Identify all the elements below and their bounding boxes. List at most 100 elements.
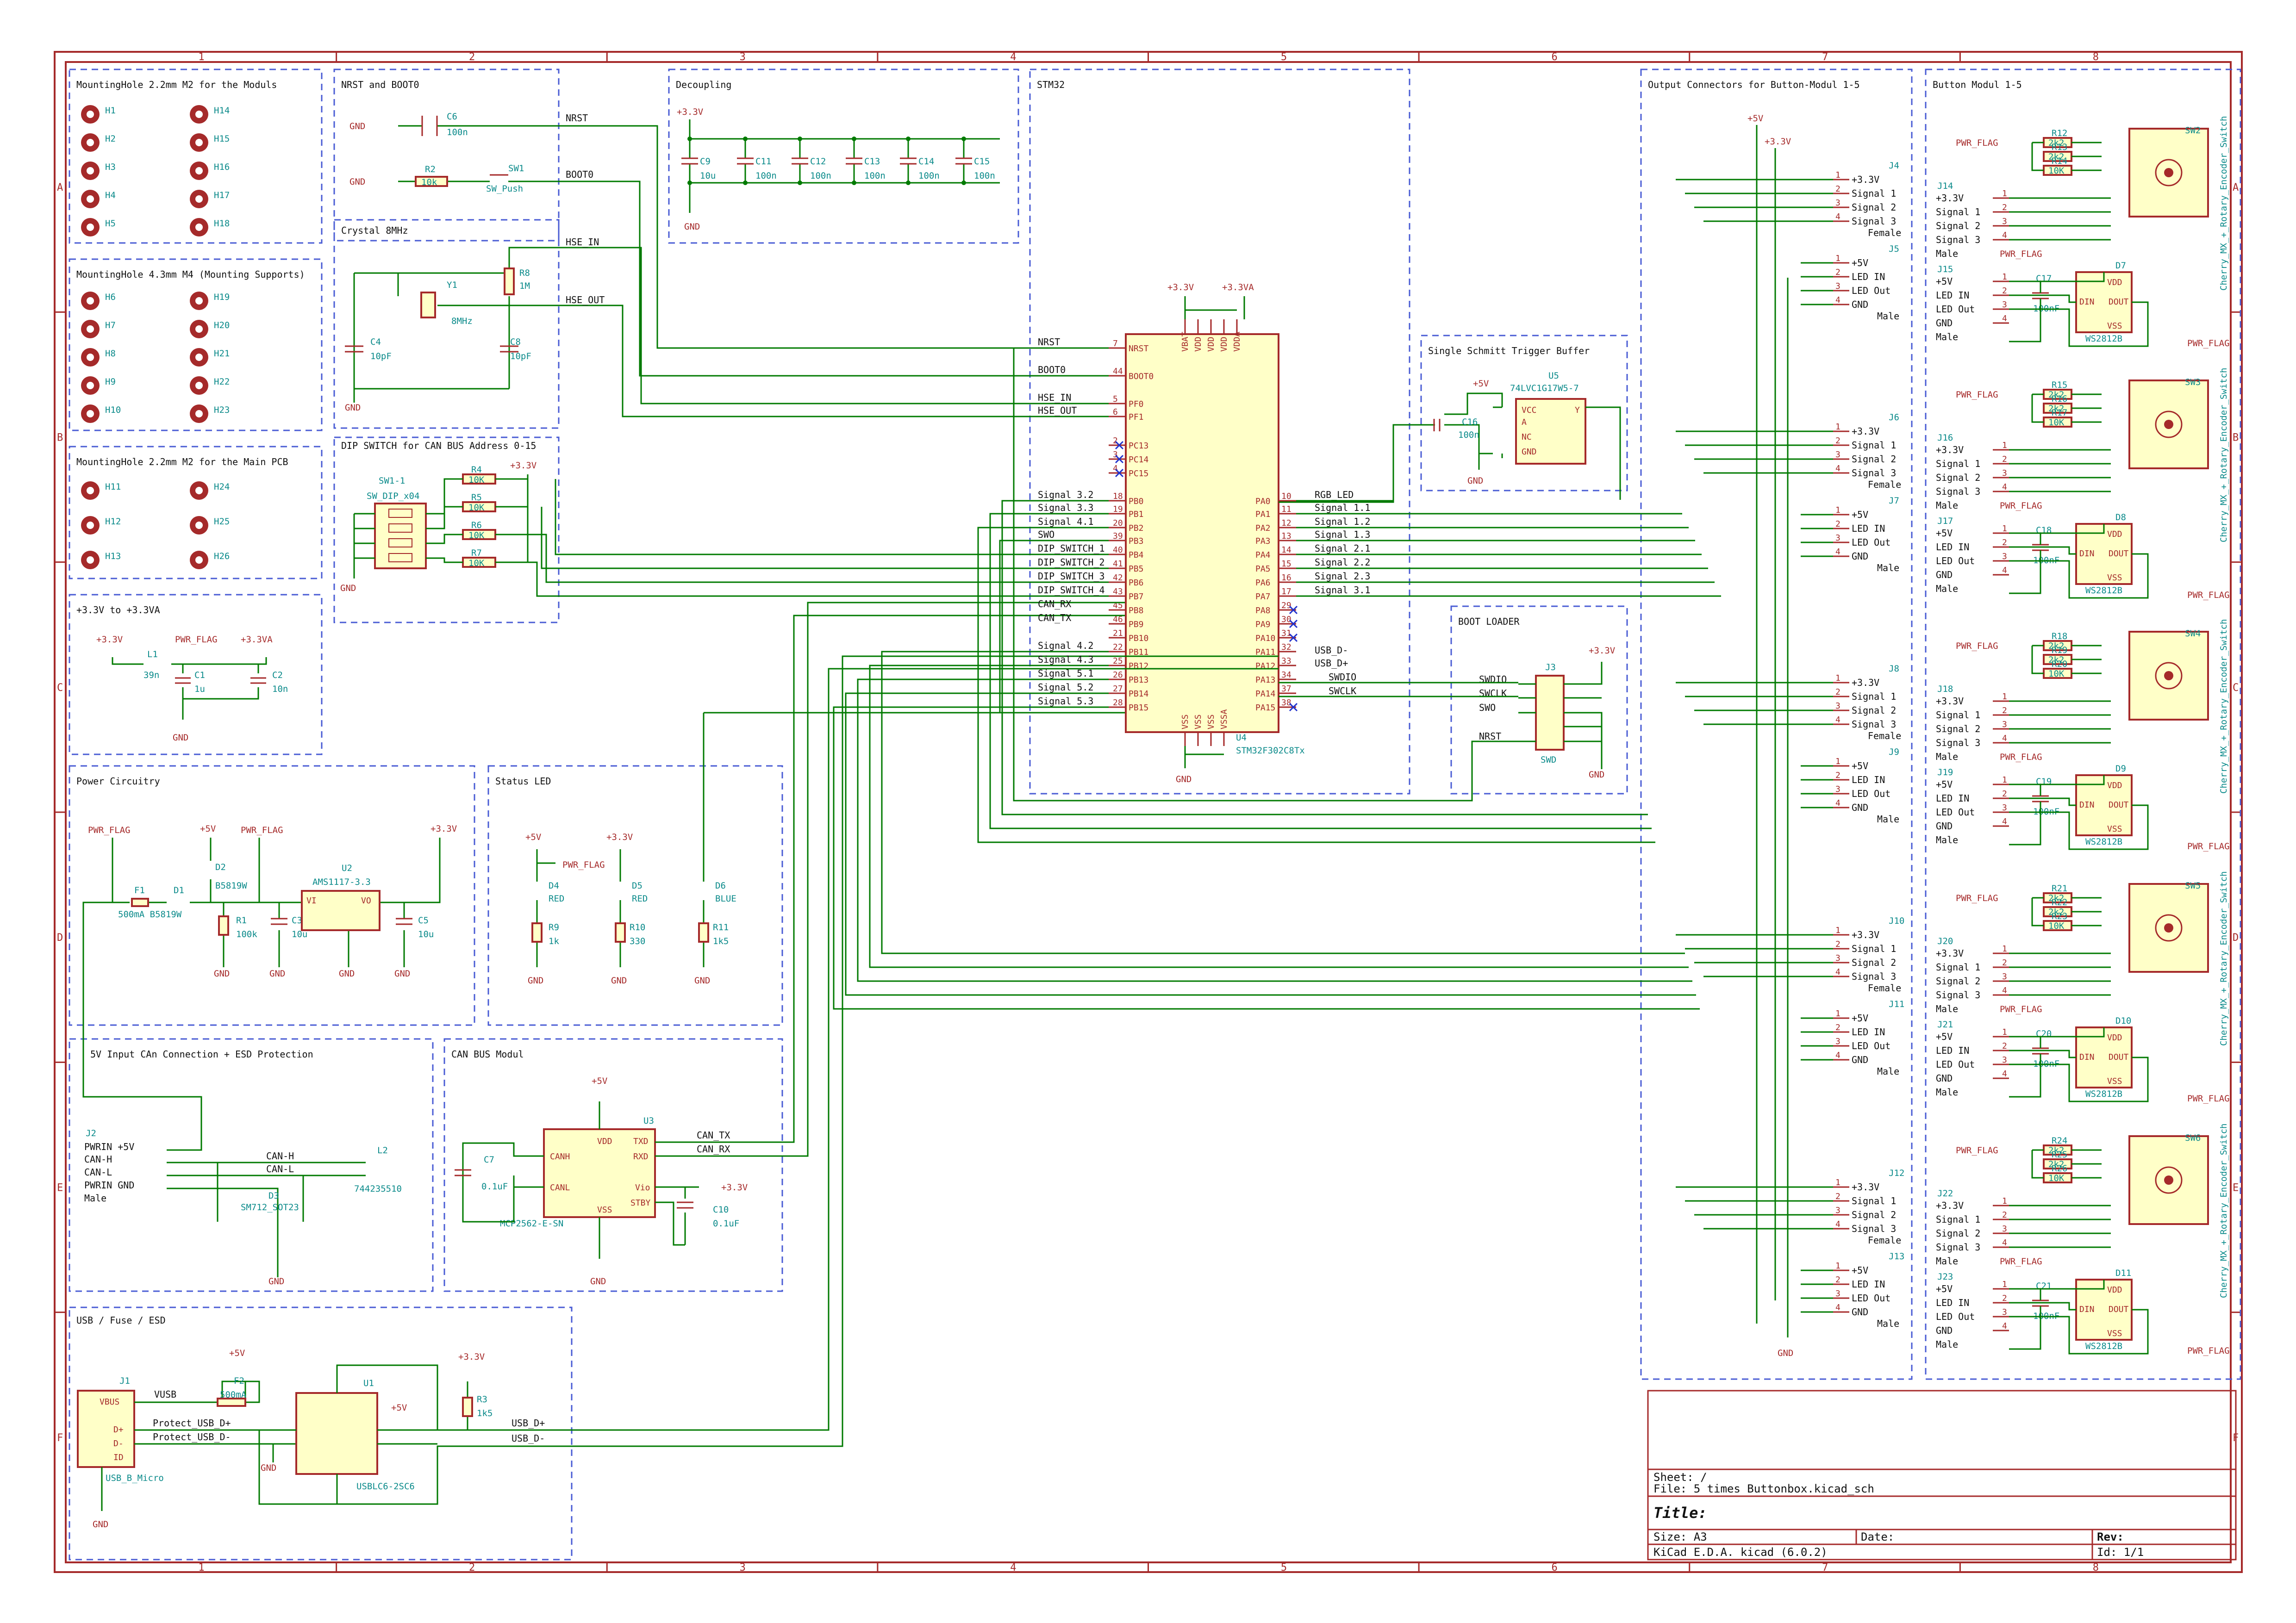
r8-value: 1M bbox=[519, 281, 530, 291]
module-resistor-value: 2k2 bbox=[2048, 138, 2064, 148]
dip-resistor-ref: R5 bbox=[471, 492, 482, 503]
module-led-pin: DIN bbox=[2079, 549, 2095, 559]
mcu-u4: U4 STM32F302C8Tx +3.3V +3.3VA GND 7NRST4… bbox=[1109, 282, 1305, 784]
rotary-encoder-knob-icon bbox=[2155, 662, 2183, 690]
module-resistor-value: 2k2 bbox=[2048, 893, 2064, 903]
module-pin-number: 3 bbox=[2002, 972, 2007, 982]
module-pin-number: 2 bbox=[2002, 454, 2007, 464]
decoupling-caps: +3.3V GND C910uC11100nC12100nC13100nC141… bbox=[677, 107, 1000, 232]
module-pin-label: LED Out bbox=[1936, 807, 1975, 818]
swd-gnd-label: GND bbox=[1589, 770, 1604, 780]
mcu-pin-name: PB8 bbox=[1129, 606, 1144, 616]
module-resistor-value: 2k2 bbox=[2048, 1145, 2064, 1156]
u3-pin-rxd: RXD bbox=[633, 1152, 649, 1162]
decoupling-cap-ref: C9 bbox=[700, 156, 711, 167]
mcu-net-label: Signal 2.1 bbox=[1315, 543, 1370, 554]
module-resistor-value: 10K bbox=[2048, 1173, 2065, 1183]
output-rail-wire bbox=[1756, 125, 1789, 1337]
can-bus-module: U3 MCP2562-E-SN CANH CANL VDD VSS TXD RX… bbox=[455, 602, 1125, 1287]
j2-pin1-label: PWRIN +5V bbox=[84, 1141, 134, 1152]
module-pin-number: 1 bbox=[2002, 692, 2007, 702]
mounting-hole-ref: H2 bbox=[105, 134, 116, 144]
connector-pin-label: LED IN bbox=[1852, 271, 1885, 282]
connector-pin-label: +3.3V bbox=[1852, 929, 1879, 940]
dip-net-4 bbox=[528, 561, 1125, 597]
connector-pin-number: 4 bbox=[1835, 464, 1841, 473]
connector-pin-label: Signal 3 bbox=[1852, 971, 1896, 982]
crystal-gnd-label: GND bbox=[345, 403, 361, 413]
connector-pin-label: LED Out bbox=[1852, 537, 1890, 548]
module-gender: Male bbox=[1936, 583, 1958, 594]
connector-pin-number: 1 bbox=[1835, 926, 1841, 935]
mounting-hole-icon bbox=[87, 354, 94, 361]
connector-pin-number: 3 bbox=[1835, 281, 1841, 291]
sl-pwrflag-label: PWR_FLAG bbox=[562, 860, 605, 870]
usb-circuit: J1 USB_B_Micro VBUS D+ D- ID GND VUSB F2… bbox=[77, 655, 1279, 1530]
module-pin-label: +3.3V bbox=[1936, 193, 1964, 204]
mcu-pin-name: PA7 bbox=[1255, 592, 1271, 602]
mcu-pin-number: 11 bbox=[1281, 504, 1292, 514]
connector-pin-number: 4 bbox=[1835, 295, 1841, 305]
module-switch-ref: SW2 bbox=[2185, 125, 2201, 136]
connector-pin-number: 3 bbox=[1835, 1289, 1841, 1299]
mcu-pin-number: 19 bbox=[1113, 504, 1123, 514]
module-switch-value: Cherry_MX_+_Rotary_Encoder_Switch bbox=[2219, 619, 2229, 794]
u3-pin-vdd: VDD bbox=[597, 1137, 612, 1146]
u3-pin-vio: Vio bbox=[635, 1183, 650, 1193]
module-connector-ref: J18 bbox=[1937, 684, 1953, 694]
module-gender: Male bbox=[1936, 1339, 1958, 1350]
module-pin-number: 2 bbox=[2002, 538, 2007, 547]
module-pin-number: 1 bbox=[2002, 272, 2007, 282]
module-resistor-ref: R12 bbox=[2052, 128, 2067, 138]
module-resistor-ref: R21 bbox=[2052, 883, 2067, 894]
decoupling-33v-label: +3.3V bbox=[677, 107, 703, 117]
filter-33va-label: +3.3VA bbox=[241, 634, 273, 645]
r3-ref: R3 bbox=[477, 1394, 487, 1405]
module-pin-label: LED IN bbox=[1936, 541, 1969, 553]
module-led-pin: DOUT bbox=[2109, 1052, 2129, 1062]
f2-ref: F2 bbox=[234, 1376, 244, 1386]
mounting-hole-ref: H15 bbox=[214, 134, 230, 144]
module-connector-ref: J16 bbox=[1937, 433, 1953, 443]
connector-pin-number: 1 bbox=[1835, 422, 1841, 432]
connector-pin-label: GND bbox=[1852, 1054, 1868, 1065]
mounting-hole-icon bbox=[87, 382, 94, 389]
connector-pin-number: 2 bbox=[1835, 687, 1841, 697]
mcu-pin-name: PF0 bbox=[1129, 399, 1144, 409]
mcu-pin-name: PA4 bbox=[1255, 550, 1271, 560]
dip-net-3 bbox=[528, 534, 1125, 583]
module-pin-number: 4 bbox=[2002, 1321, 2007, 1331]
junction-dot bbox=[852, 137, 856, 141]
module-resistor-ref: R22 bbox=[2052, 897, 2067, 908]
connector-pin-number: 1 bbox=[1835, 1178, 1841, 1188]
r11-value: 1k5 bbox=[713, 936, 729, 946]
junction-dot bbox=[743, 137, 748, 141]
y1-value: 8MHz bbox=[451, 316, 473, 326]
module-pin-label: LED Out bbox=[1936, 1059, 1975, 1070]
junction-dot bbox=[743, 180, 748, 185]
connector-pin-number: 3 bbox=[1835, 198, 1841, 208]
mcu-pin-name: VSSA bbox=[1219, 709, 1229, 729]
connector-pin-label: LED IN bbox=[1852, 1279, 1885, 1290]
mcu-net-label: Signal 4.1 bbox=[1038, 516, 1093, 527]
mounting-hole-icon bbox=[195, 139, 203, 146]
usb-gnd-label: GND bbox=[93, 1519, 108, 1530]
schmitt-buffer: U5 74LVC1G17W5-7 VCC A NC GND Y C16 100n… bbox=[1279, 371, 1621, 503]
module-gender: Male bbox=[1936, 331, 1958, 342]
module-wire bbox=[2031, 393, 2044, 423]
module-switch-value: Cherry_MX_+_Rotary_Encoder_Switch bbox=[2219, 871, 2229, 1046]
dip-resistor-value: 10K bbox=[468, 558, 485, 568]
connector-pin-number: 4 bbox=[1835, 715, 1841, 725]
u2-pin-vi: VI bbox=[306, 896, 317, 906]
status-leds: +5V PWR_FLAG +3.3V D4 RED R9 1k D5 RED R… bbox=[525, 712, 1125, 986]
module-led-value: WS2812B bbox=[2085, 585, 2122, 596]
module-pwrflag: PWR_FLAG bbox=[2000, 249, 2042, 259]
grid-row-left: C bbox=[57, 682, 63, 694]
connector-pin-label: +5V bbox=[1852, 760, 1868, 771]
mcu-pin-number: 28 bbox=[1113, 698, 1123, 708]
mcu-net-label: Signal 1.2 bbox=[1315, 516, 1370, 527]
j1-pin-dm: D- bbox=[113, 1439, 124, 1449]
mcu-net-label: Signal 1.3 bbox=[1315, 529, 1370, 540]
mounting-hole-icon bbox=[195, 297, 203, 305]
